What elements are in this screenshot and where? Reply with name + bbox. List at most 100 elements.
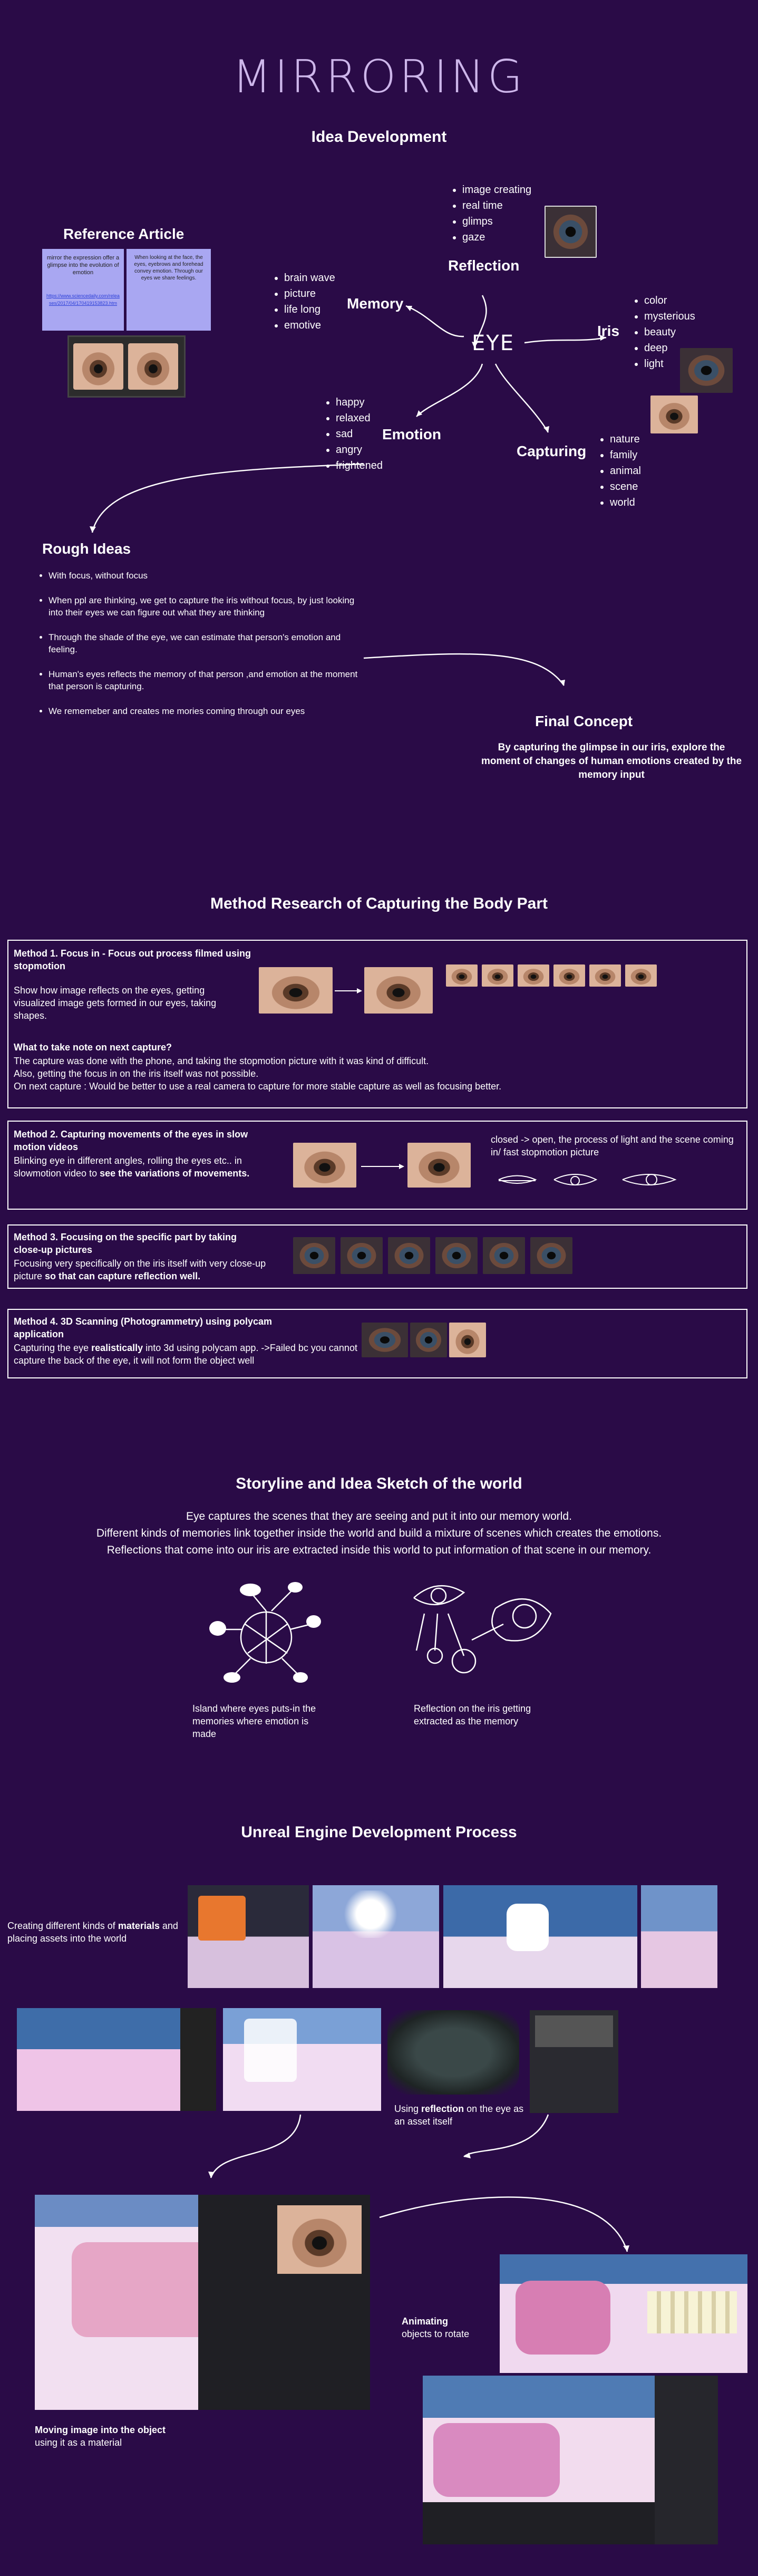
method-2-panel: Method 2. Capturing movements of the eye… [7,1121,747,1210]
page-title: MIRRORING [232,51,526,103]
m4-scan-photo [410,1323,447,1357]
unreal-screenshot-animating-1 [500,2254,747,2373]
method-2-title: Method 2. Capturing movements of the eye… [14,1129,248,1152]
m1-frame [446,964,478,987]
reflection-caption-pre: Using [394,2104,419,2114]
iris-item: light [644,356,695,372]
m1-frame [625,964,657,987]
m3-closeup-photo [388,1237,430,1274]
reference-card-right: When looking at the face, the eyes, eyeb… [127,249,211,331]
method-1-note-heading: What to take note on next capture? [14,1042,172,1053]
capturing-item: world [610,495,641,510]
emotion-item: angry [336,442,383,458]
storyline-text: Eye captures the scenes that they are se… [0,1508,758,1559]
island-sketch-caption: Island where eyes puts-in the memories w… [192,1703,316,1739]
method-4-body-pre: Capturing the eye [14,1343,89,1353]
capturing-item: family [610,447,641,463]
animating-caption-bold: Animating [402,2316,448,2327]
emotion-item: relaxed [336,410,383,426]
moving-caption-bold: Moving image into the object [35,2425,166,2435]
memory-item: life long [284,302,335,317]
eye-texture-preview [277,2205,362,2274]
m3-closeup-photo [341,1237,383,1274]
method-1-panel: Method 1. Focus in - Focus out process f… [7,940,747,1108]
method-2-sketch-caption: closed -> open, the process of light and… [491,1134,734,1157]
emotion-item: frightened [336,458,383,474]
reflection-asset-caption: Using reflection on the eye as an asset … [394,2102,531,2128]
rough-idea-item: We rememeber and creates me mories comin… [48,705,364,717]
capturing-item: nature [610,431,641,447]
method-4-title: Method 4. 3D Scanning (Photogrammetry) u… [14,1316,273,1339]
method-2-body: Blinking eye in different angles, rollin… [14,1155,242,1179]
rough-ideas-heading: Rough Ideas [42,541,131,557]
reflection-item: real time [462,198,531,214]
emotion-node: Emotion [382,426,441,442]
m3-closeup-photo [435,1237,478,1274]
m2-eye-photo-2 [407,1143,471,1188]
rough-idea-item: With focus, without focus [48,570,364,582]
reference-card-right-text: When looking at the face, the eyes, eyeb… [134,255,203,281]
reference-article-heading: Reference Article [63,226,184,242]
iris-sketch-caption: Reflection on the iris getting extracted… [414,1703,531,1726]
memory-list: brain wave picture life long emotive [273,270,335,333]
final-concept-text: By capturing the glimpse in our iris, ex… [481,742,742,780]
storyline-heading: Storyline and Idea Sketch of the world [236,1475,522,1492]
method-4-panel: Method 4. 3D Scanning (Photogrammetry) u… [7,1309,747,1378]
materials-caption-bold: materials [118,1921,160,1931]
method-4-body-post: into 3d using polycam app. ->Failed bc y… [14,1343,357,1366]
m1-eye-photo-blur [259,967,333,1014]
face-photo-right [128,343,178,390]
iris-node: Iris [597,323,620,339]
iris-item: deep [644,340,695,356]
m3-closeup-photo [530,1237,572,1274]
iris-list: color mysterious beauty deep light [633,293,695,372]
method-1-body: Show how image reflects on the eyes, get… [14,985,217,1021]
materials-caption: Creating different kinds of materials an… [7,1919,181,1945]
unreal-screenshot-materials-1 [188,1885,309,1988]
moving-caption-post: using it as a material [35,2437,122,2448]
emotion-item: sad [336,426,383,442]
m3-closeup-photo [483,1237,525,1274]
m3-closeup-photo [293,1237,335,1274]
method-1-note: Also, getting the focus in on the iris i… [14,1068,259,1079]
rough-idea-item: Human's eyes reflects the memory of that… [48,668,364,692]
m1-frame [518,964,549,987]
method-4-body-bold: realistically [91,1343,143,1353]
unreal-editor-panel [530,2010,618,2113]
method-3-panel: Method 3. Focusing on the specific part … [7,1224,747,1289]
materials-caption-post: and placing assets into the world [7,1921,178,1944]
eye-reflection-asset [387,2010,519,2095]
rough-idea-item: When ppl are thinking, we get to capture… [48,594,364,619]
m4-scan-photo [449,1323,486,1357]
idea-development-heading: Idea Development [311,128,447,146]
method-1-title: Method 1. Focus in - Focus out process f… [14,948,251,971]
unreal-heading: Unreal Engine Development Process [241,1824,517,1841]
reference-article-link[interactable]: https://www.sciencedaily.com/releases/20… [46,293,120,306]
m1-frame [553,964,585,987]
memory-item: picture [284,286,335,302]
final-concept-heading: Final Concept [535,713,633,729]
m2-eye-sketch [498,1174,677,1185]
capturing-item: animal [610,463,641,479]
storyline-line: Reflections that come into our iris are … [106,1544,652,1556]
reference-faces-photo [67,335,186,398]
method-1-note: On next capture : Would be better to use… [14,1081,502,1092]
iris-eye-photo-1 [680,348,733,393]
unreal-screenshot-materials-2 [313,1885,439,1988]
method-research-heading: Method Research of Capturing the Body Pa… [210,895,548,912]
unreal-screenshot-build-1 [17,2008,216,2111]
unreal-screenshot-moving-image [35,2195,370,2410]
capturing-node: Capturing [517,443,587,459]
reflection-item: glimps [462,214,531,229]
memory-item: emotive [284,317,335,333]
method-1-notes: The capture was done with the phone, and… [14,1055,741,1093]
m1-arrow-icon [335,988,362,993]
m1-frame [482,964,513,987]
method-3-title: Method 3. Focusing on the specific part … [14,1232,237,1255]
emotion-list: happy relaxed sad angry frightened [324,394,383,474]
emotion-item: happy [336,394,383,410]
m2-arrow-icon [361,1164,404,1169]
unreal-connectors [208,2114,629,2252]
unreal-screenshot-animating-2 [423,2376,718,2544]
